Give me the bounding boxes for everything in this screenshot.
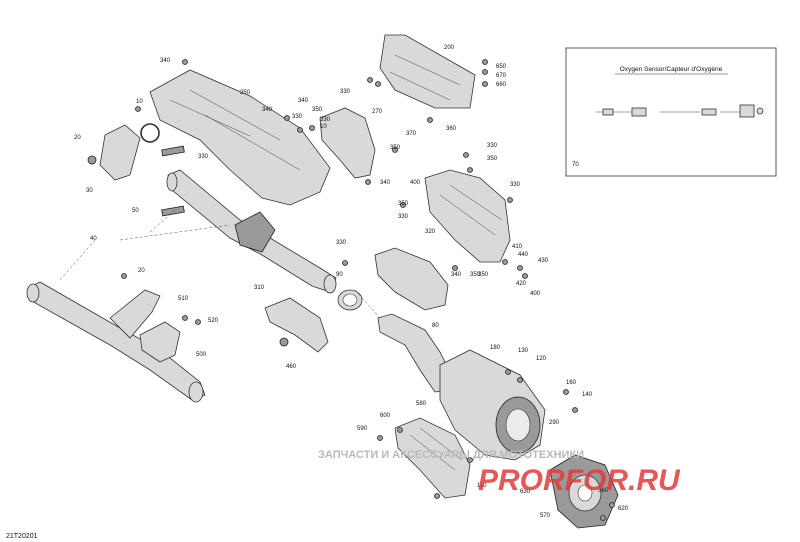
callout-label: 350 — [312, 107, 323, 113]
oxygen-sensor-inset: Oxygen Sensor/Capteur d'Oxygène 70 — [565, 47, 777, 177]
clamp-90 — [337, 289, 363, 311]
callout-label: 500 — [196, 352, 207, 358]
reference-lines — [59, 209, 381, 319]
callout-label: 350 — [478, 272, 489, 278]
callout-label: 250 — [240, 90, 251, 96]
callout-label: 200 — [444, 45, 455, 51]
callout-label: 320 — [425, 229, 436, 235]
callout-label: 110 — [477, 483, 487, 489]
callout-label: 360 — [446, 126, 457, 132]
callout-label: 670 — [496, 73, 507, 79]
callout-label: 330 — [487, 143, 498, 149]
callout-label: 460 — [286, 364, 297, 370]
callout-label: 400 — [530, 291, 541, 297]
callout-label: 330 — [320, 117, 331, 123]
callout-label: 330 — [510, 182, 521, 188]
bracket-270 — [319, 107, 376, 179]
callout-label: 330 — [340, 89, 351, 95]
callout-label: 650 — [496, 64, 507, 70]
callout-label: 20 — [74, 135, 81, 141]
callout-label: 160 — [566, 380, 577, 386]
middle-pipe — [166, 169, 337, 294]
callout-label: 340 — [451, 272, 462, 278]
springs-50 — [161, 145, 185, 217]
heat-shield-250 — [149, 69, 331, 206]
callout-label: 590 — [357, 426, 368, 432]
callout-label: 330 — [398, 214, 409, 220]
callout-label: 560 — [598, 488, 609, 494]
callout-label: 630 — [520, 489, 531, 495]
callout-label: 270 — [372, 109, 383, 115]
callout-label: 30 — [86, 188, 93, 194]
heat-shield-320 — [424, 169, 511, 263]
callout-label: 130 — [518, 348, 529, 354]
callout-label: 620 — [618, 506, 629, 512]
heat-shield-330 — [374, 247, 449, 311]
guard-560 — [394, 417, 471, 499]
watermark: ЗАПЧАСТИ И АКСЕССУАРЫ ДЛЯ МОТОТЕХНИКИ PR… — [318, 449, 681, 497]
callout-label: 10 — [136, 99, 143, 105]
callout-label: 370 — [406, 131, 417, 137]
callout-label: 570 — [540, 513, 551, 519]
callout-label: 330 — [292, 114, 303, 120]
callout-label: 340 — [380, 180, 391, 186]
callout-label: 340 — [160, 58, 171, 64]
callout-label: 330 — [198, 154, 209, 160]
fasteners — [121, 59, 615, 521]
callout-label: 330 — [336, 240, 347, 246]
callout-label: 180 — [490, 345, 501, 351]
callout-label: 350 — [390, 145, 401, 151]
callout-label: 290 — [549, 420, 560, 426]
callout-label: 600 — [380, 413, 391, 419]
callout-label: 660 — [496, 82, 507, 88]
end-cap-570 — [549, 454, 619, 529]
callout-label: 340 — [262, 107, 273, 113]
flange-parts — [87, 123, 160, 181]
callout-label: 50 — [132, 208, 139, 214]
watermark-line1: ЗАПЧАСТИ И АКСЕССУАРЫ ДЛЯ МОТОТЕХНИКИ — [318, 449, 584, 461]
callout-label: 120 — [536, 356, 547, 362]
callout-label: 80 — [432, 323, 439, 329]
bracket-310 — [264, 297, 329, 353]
callout-label: 90 — [336, 272, 343, 278]
inset-title: Oxygen Sensor/Capteur d'Oxygène — [620, 66, 723, 73]
callout-label: 420 — [516, 281, 527, 287]
callout-label: 350 — [470, 272, 481, 278]
callout-label: 400 — [410, 180, 421, 186]
callout-label: 510 — [178, 296, 189, 302]
callout-label: 440 — [518, 252, 529, 258]
front-pipe-40 — [26, 281, 206, 403]
callout-label: 430 — [538, 258, 549, 264]
callout-label: 40 — [90, 236, 97, 242]
inset-label: 70 — [572, 162, 579, 168]
callout-labels: 3402006506706602501034033034035033027020… — [74, 45, 629, 519]
callout-label: 580 — [416, 401, 427, 407]
callout-label: 20 — [138, 268, 145, 274]
bracket-500 — [139, 321, 181, 363]
diagram-code: 21T20201 — [6, 533, 38, 540]
oxygen-sensor-part — [596, 104, 764, 118]
callout-label: 410 — [512, 244, 523, 250]
heat-shield-200 — [379, 34, 476, 109]
callout-label: 10 — [320, 124, 327, 130]
callout-label: 520 — [208, 318, 219, 324]
callout-label: 350 — [487, 156, 498, 162]
callout-label: 350 — [398, 201, 409, 207]
callout-label: 310 — [254, 285, 265, 291]
watermark-line2: PRORFOR.RU — [478, 464, 681, 497]
callout-label: 340 — [298, 98, 309, 104]
callout-label: 140 — [582, 392, 593, 398]
